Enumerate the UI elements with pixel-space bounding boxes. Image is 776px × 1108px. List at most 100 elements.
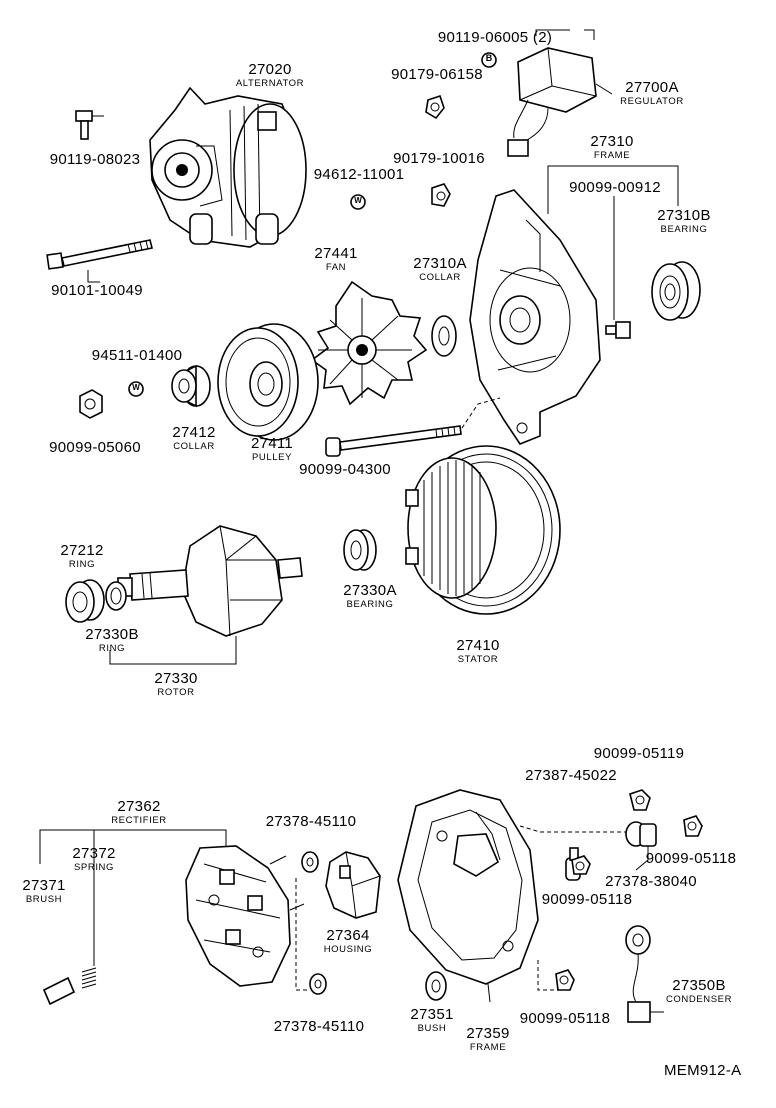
ring-27330b-drawing	[105, 581, 127, 611]
label-90099-05118-right[interactable]: 90099-05118	[636, 851, 746, 866]
marker-w1: W	[354, 196, 362, 205]
part-number: 90099-05118	[645, 850, 737, 867]
part-number: 27364	[326, 927, 370, 944]
part-name: BUSH	[417, 1023, 447, 1034]
label-90099-05119[interactable]: 90099-05119	[584, 746, 694, 761]
label-27330A[interactable]: 27330A BEARING	[330, 583, 410, 610]
label-27372[interactable]: 27372 SPRING	[62, 846, 126, 873]
label-27330B[interactable]: 27330B RING	[74, 627, 150, 654]
label-27020[interactable]: 27020 ALTERNATOR	[210, 62, 330, 89]
marker-w1-circle	[350, 194, 366, 210]
through-bolt-90099-04300-drawing	[325, 397, 501, 457]
label-27350B[interactable]: 27350B CONDENSER	[656, 978, 742, 1005]
part-name: FRAME	[593, 150, 631, 161]
nut-90099-05118-bottom-drawing	[555, 969, 575, 991]
part-name: REGULATOR	[620, 96, 684, 107]
label-90119-08023[interactable]: 90119-08023	[40, 152, 150, 167]
label-27364[interactable]: 27364 HOUSING	[316, 928, 380, 955]
label-27441[interactable]: 27441 FAN	[306, 246, 366, 273]
rear-frame-drawing	[397, 789, 539, 1003]
label-27212[interactable]: 27212 RING	[50, 543, 114, 570]
marker-w2-circle	[128, 381, 144, 397]
part-number: 90119-08023	[49, 151, 141, 168]
label-27310A[interactable]: 27310A COLLAR	[400, 256, 480, 283]
label-90179-06158[interactable]: 90179-06158	[382, 67, 492, 82]
ring-27212-drawing	[65, 579, 105, 623]
part-name: BRUSH	[25, 894, 63, 905]
collar-27310a-drawing	[431, 315, 457, 357]
label-27387-45022[interactable]: 27387-45022	[516, 768, 626, 783]
label-27310B[interactable]: 27310B BEARING	[644, 208, 724, 235]
terminal-27378-38040-drawing	[625, 821, 657, 871]
part-number: 27387-45022	[525, 767, 617, 784]
label-90099-05118-middle[interactable]: 90099-05118	[532, 892, 642, 907]
part-number: 27310B	[657, 207, 711, 224]
label-27378-38040[interactable]: 27378-38040	[596, 874, 706, 889]
rectifier-drawing	[185, 845, 305, 987]
part-name: BEARING	[346, 599, 394, 610]
drive-end-frame-drawing	[469, 189, 601, 445]
part-name: STATOR	[457, 654, 499, 665]
label-27362[interactable]: 27362 RECTIFIER	[104, 799, 174, 826]
label-27378-45110-top[interactable]: 27378-45110	[256, 814, 366, 829]
part-number: 27412	[172, 424, 216, 441]
label-27310[interactable]: 27310 FRAME	[572, 134, 652, 161]
label-27351[interactable]: 27351 BUSH	[400, 1007, 464, 1034]
part-number: 27310A	[413, 255, 467, 272]
part-number: 90099-05060	[49, 439, 141, 456]
bolt-90119-08023-drawing	[75, 110, 104, 140]
nut-90179-10016-drawing	[431, 183, 451, 207]
label-90119-06005[interactable]: 90119-06005 (2)	[430, 30, 560, 45]
insulator-dash-line	[295, 878, 310, 991]
bearing-27330a-drawing	[343, 529, 377, 571]
bearing-27310b-drawing	[651, 261, 701, 321]
rear-dash-line-top	[519, 825, 628, 833]
part-name: SPRING	[73, 862, 115, 873]
part-number: 27410	[456, 637, 500, 654]
part-number: 27411	[250, 435, 294, 452]
label-90101-10049[interactable]: 90101-10049	[42, 283, 152, 298]
brush-drawing	[42, 976, 76, 1006]
label-94612-11001[interactable]: 94612-11001	[304, 167, 414, 182]
part-number: 27330A	[343, 582, 397, 599]
part-number: 27378-38040	[605, 873, 697, 890]
label-27700A[interactable]: 27700A REGULATOR	[606, 80, 698, 107]
part-name: ALTERNATOR	[235, 78, 305, 89]
part-number: 27330B	[85, 626, 139, 643]
bolt-90099-00912-drawing	[605, 321, 631, 339]
part-name: BEARING	[660, 224, 708, 235]
part-name: PULLEY	[251, 452, 293, 463]
nut-90099-05118-middle-drawing	[571, 855, 591, 875]
label-27371[interactable]: 27371 BRUSH	[12, 878, 76, 905]
label-27359[interactable]: 27359 FRAME	[456, 1026, 520, 1053]
insulator-top-drawing	[301, 851, 319, 873]
label-27411[interactable]: 27411 PULLEY	[240, 436, 304, 463]
rectifier-bracket-line	[39, 829, 227, 966]
alternator-drawing	[149, 86, 307, 248]
stator-drawing	[405, 445, 561, 615]
diagram-reference: MEM912-A	[664, 1062, 742, 1079]
label-90179-10016[interactable]: 90179-10016	[384, 151, 494, 166]
part-name: RING	[68, 559, 96, 570]
regulator-drawing	[507, 29, 613, 157]
part-name: RECTIFIER	[111, 815, 167, 826]
part-number: 90099-05118	[541, 891, 633, 908]
label-27378-45110-bottom[interactable]: 27378-45110	[264, 1019, 374, 1034]
collar-27412-drawing	[171, 364, 211, 408]
bush-drawing	[425, 971, 447, 1001]
label-27412[interactable]: 27412 COLLAR	[164, 425, 224, 452]
marker-b-circle	[481, 52, 497, 68]
label-90099-05118-bottom[interactable]: 90099-05118	[510, 1011, 620, 1026]
marker-b: B	[485, 53, 493, 63]
pulley-drawing	[217, 323, 319, 441]
nut-90099-05118-right-drawing	[683, 815, 703, 837]
label-94511-01400[interactable]: 94511-01400	[82, 348, 192, 363]
label-90099-05060[interactable]: 90099-05060	[40, 440, 150, 455]
part-name: RING	[98, 643, 126, 654]
label-90099-04300[interactable]: 90099-04300	[290, 462, 400, 477]
fan-drawing	[310, 280, 428, 406]
label-90099-00912[interactable]: 90099-00912	[560, 180, 670, 195]
label-27330[interactable]: 27330 ROTOR	[144, 671, 208, 698]
part-number: 27351	[410, 1006, 454, 1023]
label-27410[interactable]: 27410 STATOR	[446, 638, 510, 665]
